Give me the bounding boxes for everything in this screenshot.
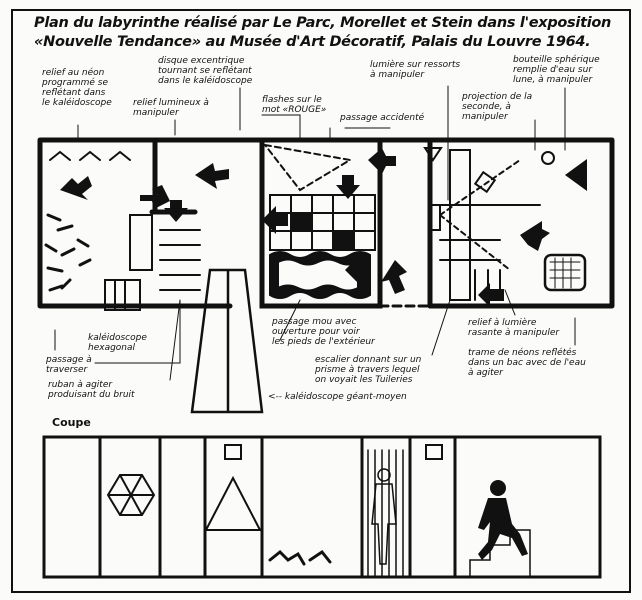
label-trame-neons: trame de néons reflétés dans un bac avec… [468, 348, 586, 378]
title-line-2: «Nouvelle Tendance» au Musée d'Art Décor… [34, 34, 591, 50]
section-coupe [42, 435, 602, 579]
section-details [106, 444, 531, 578]
label-relief-lumineux: relief lumineux à manipuler [133, 98, 209, 118]
title-line-1: Plan du labyrinthe réalisé par Le Parc, … [34, 15, 612, 31]
label-passage-traverser: passage à traverser [46, 355, 92, 375]
label-kaleidoscope-hexagonal: kaléidoscope hexagonal [88, 333, 147, 353]
label-disque: disque excentrique tournant se reflétant… [158, 56, 253, 86]
label-projection: projection de la seconde, à manipuler [462, 92, 533, 122]
label-relief-rasante: relief à lumière rasante à manipuler [468, 318, 560, 338]
label-passage-accidente: passage accidenté [340, 113, 425, 123]
leader-lines [54, 85, 576, 381]
label-bouteille: bouteille sphérique remplie d'eau sur lu… [513, 55, 600, 85]
label-ruban: ruban à agiter produisant du bruit [48, 380, 135, 400]
label-passage-mou: passage mou avec ouverture pour voir les… [272, 317, 375, 347]
label-lumiere-ressorts: lumière sur ressorts à manipuler [370, 60, 461, 80]
section-label: Coupe [52, 416, 91, 429]
kaleidoscope-hexagonal [104, 214, 201, 311]
label-escalier: escalier donnant sur un prisme à travers… [315, 355, 422, 385]
label-kaleidoscope-geant: <-- kaléidoscope géant-moyen [268, 392, 407, 402]
direction-arrows [60, 148, 587, 307]
diagram-title: Plan du labyrinthe réalisé par Le Parc, … [34, 14, 611, 52]
label-flashes: flashes sur le mot «ROUGE» [262, 95, 327, 115]
neon-relief-marks [44, 150, 131, 292]
right-room [423, 147, 587, 301]
human-figures [371, 468, 528, 565]
checker-grid [262, 143, 376, 299]
label-relief-neon: relief au néon programmé se reflétant da… [42, 68, 112, 108]
kaleidoscope-geant [190, 268, 264, 414]
outer-frame [11, 9, 631, 593]
